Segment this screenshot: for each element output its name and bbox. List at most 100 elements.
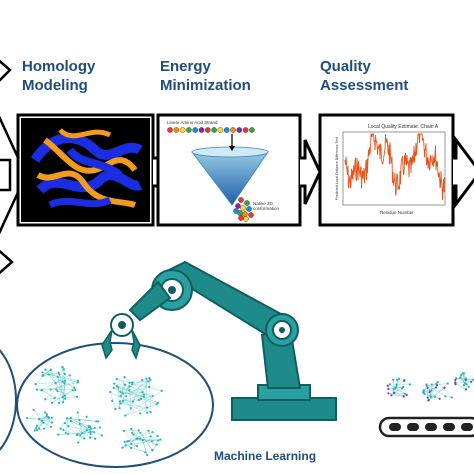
network-node [68,374,71,377]
network-edge [35,370,51,385]
robot-base [231,397,337,421]
network-node [25,417,29,420]
conveyor-belt [378,416,474,438]
quality-plot-xlabel: Residue Number [380,210,414,215]
network-edge [48,374,75,388]
network-node [397,377,401,380]
right-network-graph [386,372,474,402]
network-node [444,395,447,398]
network-node [69,416,72,420]
network-node [63,372,66,376]
network-edge [50,382,78,390]
network-edge [120,399,139,404]
network-edge [140,395,153,400]
robot-forearm [128,280,172,322]
network-edge [426,384,446,397]
network-edge [142,379,150,388]
network-node [428,390,431,394]
network-node [119,402,122,405]
network-node [61,365,64,369]
network-node [435,382,438,385]
network-edge [127,436,151,442]
network-node [146,411,149,414]
network-node [393,391,396,394]
network-edge [423,390,440,399]
conveyor-roller [443,423,455,431]
network-node [113,382,116,385]
network-node [156,435,159,438]
network-node [56,375,59,378]
network-node [426,386,429,390]
left-arrow-middle [0,115,28,235]
network-node [41,373,45,377]
quality-assessment-title: Quality Assessment [320,57,408,95]
network-node [395,383,398,387]
network-node [118,407,121,410]
amino-acid-bead [167,127,173,133]
network-edge [125,404,157,416]
network-node [446,382,449,385]
homology-title-line1: Homology [22,58,96,75]
network-node [132,433,135,436]
network-edge [35,420,43,429]
network-node [388,383,391,386]
network-node [150,440,154,443]
amino-acid-bead [186,127,192,133]
network-edge [78,430,88,443]
network-node [100,434,103,437]
network-node [123,440,126,443]
network-edge [456,378,473,380]
network-edge [114,383,132,409]
network-edge [48,374,66,396]
network-node [55,388,58,391]
network-node [61,380,64,383]
network-node [151,431,154,434]
network-edge [93,432,102,436]
network-node [139,397,143,401]
network-node [124,444,127,447]
network-node [459,376,462,379]
network-edge [128,439,161,442]
network-node [430,389,433,392]
amino-acid-strand [167,127,255,133]
network-node [111,399,114,402]
network-node [131,383,134,386]
network-node [151,448,154,452]
network-edge [403,380,411,385]
network-edge [57,390,78,398]
network-node [44,398,47,401]
network-node [124,414,127,417]
network-edge [45,396,77,400]
network-node [148,376,151,380]
network-edge [120,403,148,408]
network-node [148,385,151,389]
network-edge [140,438,153,442]
network-edge [114,383,130,387]
network-node [464,378,467,382]
native-bead [238,215,244,221]
network-node [56,390,59,393]
network-node [159,438,162,441]
network-edge [423,383,437,391]
network-edge [67,418,91,427]
network-node [89,432,92,435]
network-node [128,381,131,384]
network-edge [79,419,88,431]
quality-title-line2: Assessment [320,77,409,94]
network-node [144,451,147,454]
network-node [36,429,39,432]
network-node [98,426,102,429]
network-node [392,378,395,381]
network-node [396,378,399,381]
network-edge [55,381,63,384]
network-node [75,395,79,398]
amino-acid-bead [242,127,249,133]
network-node [136,437,139,440]
network-node [147,380,150,383]
network-node [109,390,112,394]
network-edge [125,445,146,453]
network-edge [116,378,162,391]
network-node [49,369,52,372]
network-node [89,425,92,428]
network-node [76,433,79,436]
